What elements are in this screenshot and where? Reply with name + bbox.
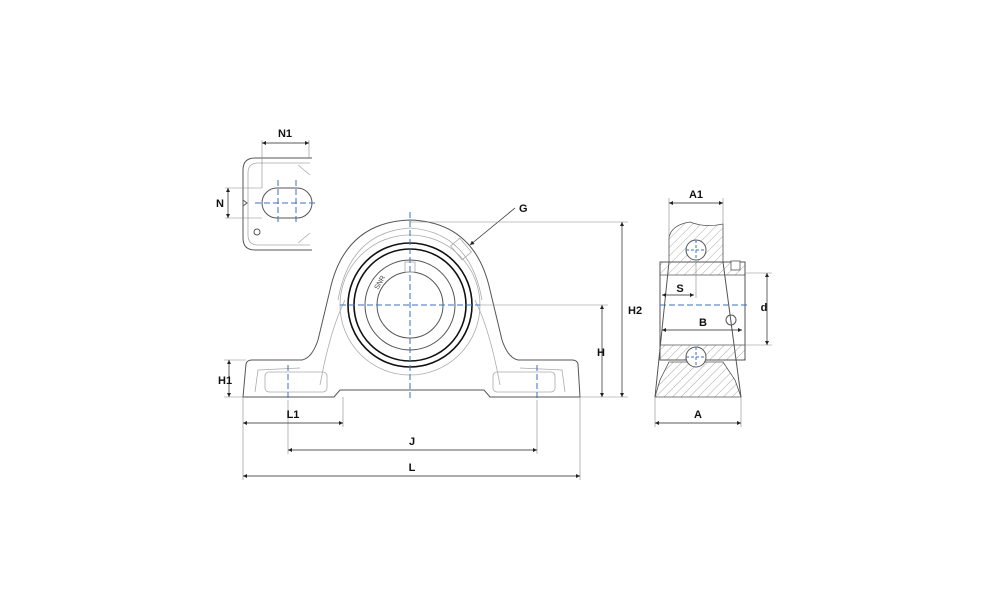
label-L1: L1 [287,409,300,421]
label-B: B [699,317,707,329]
label-H: H [597,347,605,359]
label-A1: A1 [689,189,703,201]
label-S: S [676,283,683,295]
side-section-view: A1 S B d A [654,189,772,427]
label-L: L [409,462,416,474]
label-A: A [694,409,702,421]
front-view: SNR G H2 H H1 L1 J L [218,203,642,480]
label-J: J [409,436,415,448]
label-N: N [216,198,224,210]
label-H2: H2 [628,305,642,317]
foot-slot-detail: N1 N [216,128,315,251]
label-G: G [519,203,528,215]
label-H1: H1 [218,375,232,387]
label-N1: N1 [278,128,292,140]
label-d: d [761,302,768,314]
